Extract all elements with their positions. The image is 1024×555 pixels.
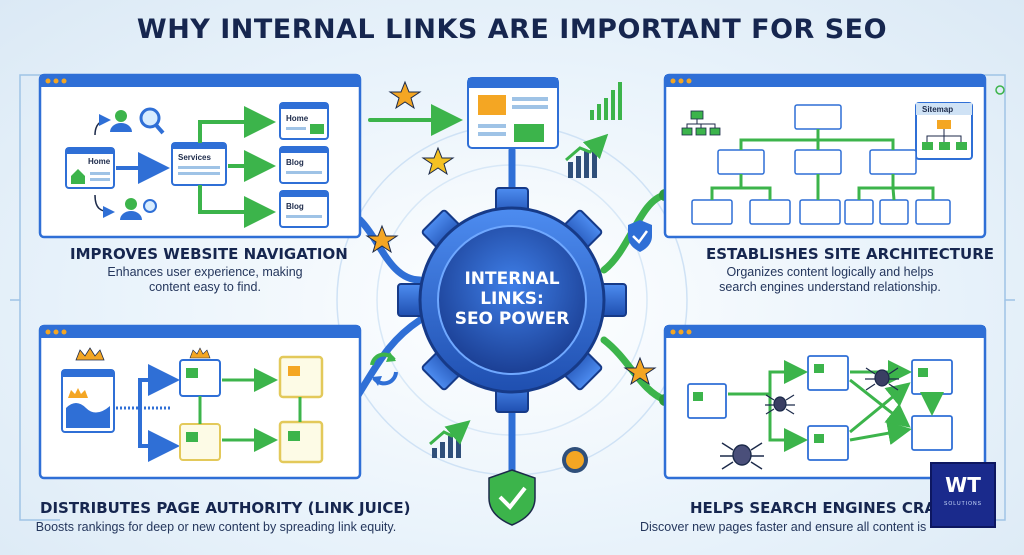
center-line2: LINKS:	[480, 289, 544, 309]
nav-blog2-label: Blog	[286, 202, 304, 211]
spider-icon	[720, 442, 764, 470]
nav-blog1-label: Blog	[286, 158, 304, 167]
navigation-description: Enhances user experience, making content…	[60, 265, 350, 295]
navigation-desc-line1: Enhances user experience, making	[107, 265, 303, 279]
user-icon	[120, 198, 157, 220]
bar-chart-icon	[590, 82, 622, 120]
refresh-icon	[370, 352, 398, 386]
crown-icon	[75, 347, 105, 361]
navigation-panel: Home Services Home Blog Blog	[38, 73, 362, 239]
navigation-desc-line2: content easy to find.	[149, 280, 261, 294]
user-icon	[110, 110, 132, 132]
star-icon	[388, 80, 422, 110]
crown-icon	[189, 347, 211, 359]
architecture-heading: ESTABLISHES SITE ARCHITECTURE	[706, 245, 995, 263]
crawl-description: Discover new pages faster and ensure all…	[640, 520, 927, 534]
center-line1: INTERNAL	[464, 269, 559, 289]
center-top-page	[467, 77, 559, 149]
logo-subtext: SOLUTIONS	[944, 501, 982, 507]
circuit-node	[995, 85, 1005, 95]
authority-heading: DISTRIBUTES PAGE AUTHORITY (LINK JUICE)	[40, 499, 411, 517]
shield-check-icon	[488, 469, 536, 526]
crawl-heading: HELPS SEARCH ENGINES CRAWL &	[690, 499, 980, 517]
architecture-description: Organizes content logically and helps se…	[680, 265, 980, 295]
sitemap-label: Sitemap	[922, 105, 953, 114]
magnifier-icon	[139, 107, 165, 135]
crawl-panel	[663, 324, 987, 480]
bar-chart-icon	[565, 133, 609, 178]
nav-services-label: Services	[178, 153, 211, 162]
brand-logo: WT SOLUTIONS	[930, 462, 996, 528]
nav-home-label: Home	[286, 114, 309, 123]
navigation-heading: IMPROVES WEBSITE NAVIGATION	[70, 245, 348, 263]
authority-description: Boosts rankings for deep or new content …	[35, 520, 397, 534]
star-icon	[421, 146, 455, 176]
star-icon	[365, 224, 399, 254]
spider-icon	[765, 394, 795, 415]
page-title: WHY INTERNAL LINKS ARE IMPORTANT FOR SEO	[136, 14, 888, 45]
authority-panel	[38, 324, 362, 480]
star-badge-icon	[562, 447, 588, 473]
center-line3: SEO POWER	[455, 309, 570, 329]
spider-icon	[865, 367, 899, 391]
architecture-desc-line2: search engines understand relationship.	[719, 280, 941, 294]
architecture-desc-line1: Organizes content logically and helps	[726, 265, 934, 279]
crown-icon	[68, 388, 88, 398]
bar-chart-icon	[429, 420, 471, 458]
shield-check-icon	[628, 220, 652, 252]
nav-home-main-label: Home	[88, 157, 111, 166]
logo-mark: WT	[945, 473, 981, 497]
star-icon	[623, 356, 657, 386]
gear-icon: INTERNAL LINKS: SEO POWER	[397, 187, 627, 413]
architecture-panel: Sitemap	[663, 73, 987, 239]
